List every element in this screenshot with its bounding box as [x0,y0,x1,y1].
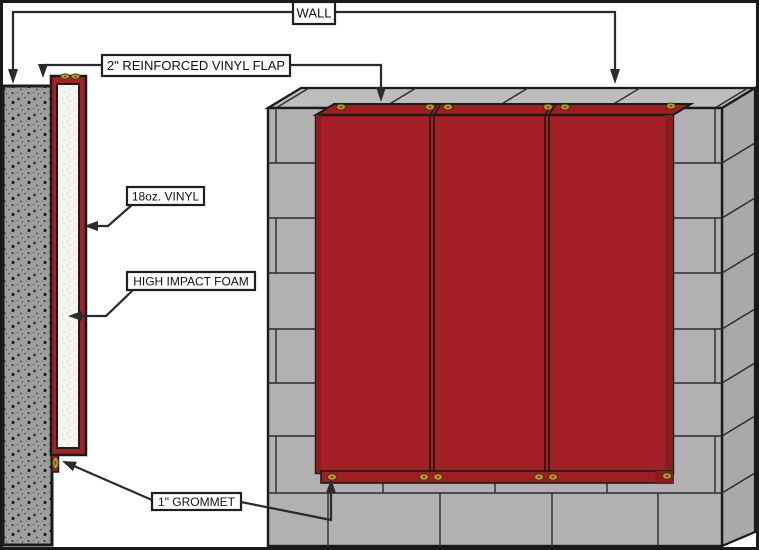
leader-foam [82,289,134,318]
foam-core-section [56,83,80,449]
leader-wall-left [11,10,293,69]
mortar-lines-top-face [275,87,749,109]
side-top-grommets [60,73,81,80]
side-section-view [1,73,88,547]
leader-flap-left [41,63,102,67]
label-grommet-text: 1" GROMMET [158,495,236,509]
arrowhead-icon [68,311,82,321]
label-wall-text: WALL [297,6,332,21]
label-high-impact-foam: HIGH IMPACT FOAM [125,270,257,292]
arrowhead-icon [376,87,386,102]
arrowhead-icon [326,479,336,493]
pad-bottom-flap [320,470,674,484]
arrowhead-icon [8,69,18,84]
leader-lines [8,10,620,522]
label-foam-text: HIGH IMPACT FOAM [133,275,249,289]
label-vinyl-text: 18oz. VINYL [132,190,200,204]
label-grommet: 1" GROMMET [150,491,243,512]
leader-grommet-left [73,464,153,502]
label-reinforced-vinyl-flap: 2" REINFORCED VINYL FLAP [100,53,292,78]
leader-flap-right [290,63,383,88]
front-top-grommets [336,102,676,111]
leader-wall-right [335,10,617,69]
label-wall: WALL [291,0,337,26]
arrowhead-icon [84,221,98,231]
arrowhead-icon [610,69,620,84]
mortar-lines-side-face [721,142,756,494]
block-wall-side-face [720,86,757,548]
pad-top-flap [312,103,695,116]
pad-right-fold [665,115,673,473]
concrete-wall-section [1,84,54,547]
arrowhead-icon [38,64,48,78]
leader-grommet-right [240,489,333,522]
pad-panels [314,113,675,475]
callout-labels: WALL 2" REINFORCED VINYL FLAP 18oz. VINY… [100,0,337,512]
leader-vinyl [98,203,134,228]
pad-left-fold [316,115,321,473]
front-elevation-view [264,86,759,548]
arrowhead-icon [62,461,77,472]
label-18oz-vinyl: 18oz. VINYL [125,185,206,207]
front-bottom-grommets [327,472,672,481]
label-flap-text: 2" REINFORCED VINYL FLAP [107,58,285,73]
